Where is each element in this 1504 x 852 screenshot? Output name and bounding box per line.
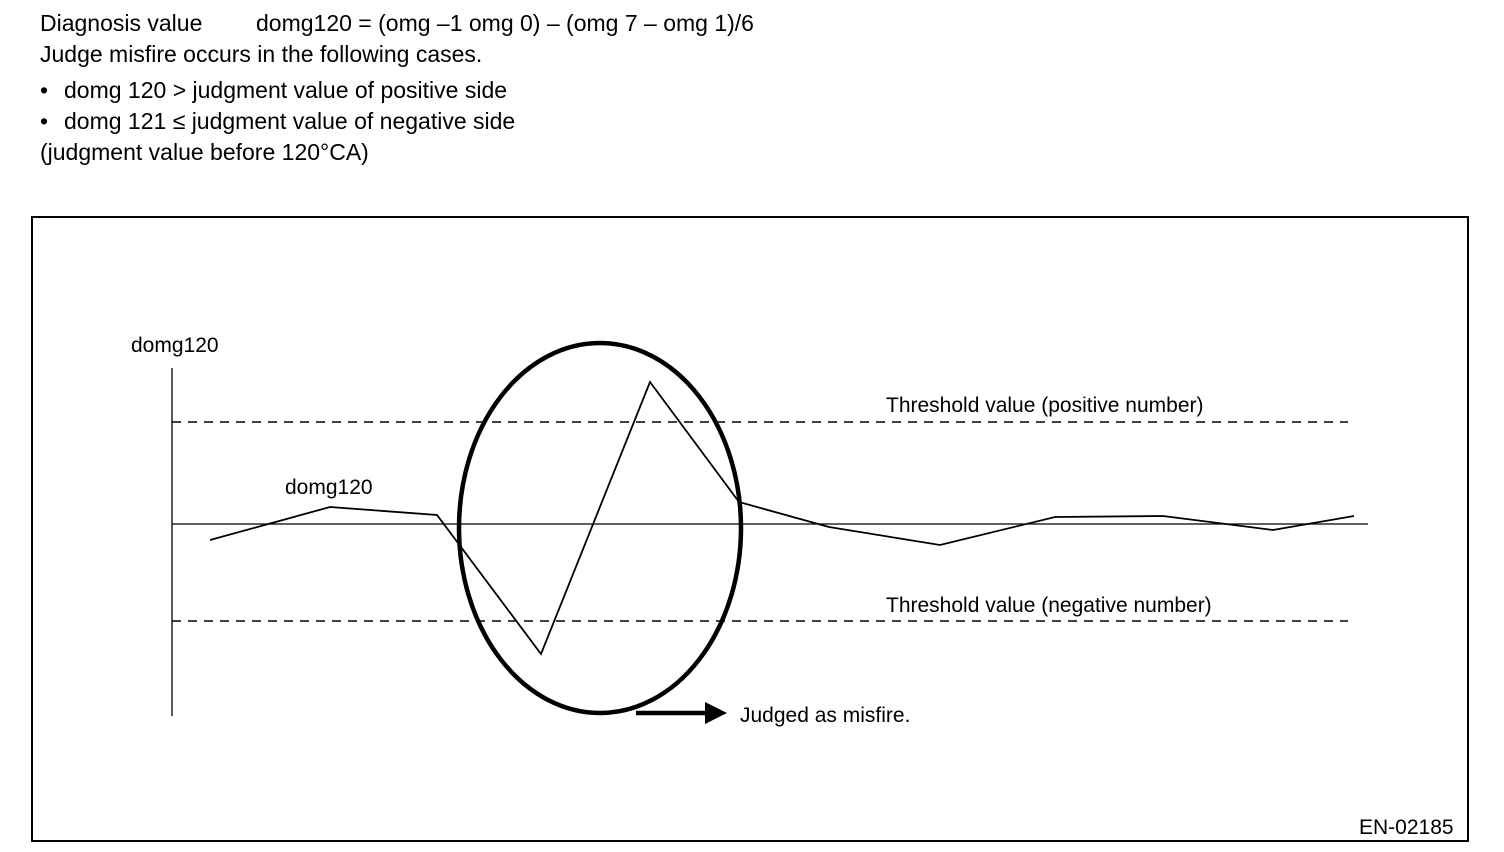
domg120-curve xyxy=(209,380,1355,656)
header-text: Diagnosis value domg120 = (omg –1 omg 0) … xyxy=(40,8,754,168)
curve-label: domg120 xyxy=(285,476,373,499)
bullet-text-positive: domg 120 > judgment value of positive si… xyxy=(64,77,508,103)
misfire-diagram: domg120 domg120 Threshold value (positiv… xyxy=(131,334,1454,839)
bullet-dot-icon: • xyxy=(40,77,49,103)
note-line: (judgment value before 120°CA) xyxy=(40,139,369,165)
bullet-dot-icon: • xyxy=(40,108,49,134)
formula-expression: domg120 = (omg –1 omg 0) – (omg 7 – omg … xyxy=(256,10,754,36)
threshold-positive-label: Threshold value (positive number) xyxy=(886,394,1203,417)
threshold-negative-label: Threshold value (negative number) xyxy=(886,594,1212,617)
misfire-highlight-ellipse xyxy=(456,340,744,716)
y-axis-label: domg120 xyxy=(131,334,219,357)
figure-code: EN-02185 xyxy=(1359,816,1454,839)
formula-label: Diagnosis value xyxy=(40,10,203,36)
misfire-label: Judged as misfire. xyxy=(740,704,910,727)
formula-line: Diagnosis value domg120 = (omg –1 omg 0) … xyxy=(40,8,754,39)
bullet-text-negative: domg 121 ≤ judgment value of negative si… xyxy=(64,108,516,134)
intro-line: Judge misfire occurs in the following ca… xyxy=(40,41,483,67)
bullet-item-positive: • domg 120 > judgment value of positive s… xyxy=(40,75,754,106)
misfire-arrow-head-icon xyxy=(705,702,727,724)
bullet-item-negative: • domg 121 ≤ judgment value of negative s… xyxy=(40,106,754,137)
diagram-frame: domg120 domg120 Threshold value (positiv… xyxy=(31,216,1469,842)
